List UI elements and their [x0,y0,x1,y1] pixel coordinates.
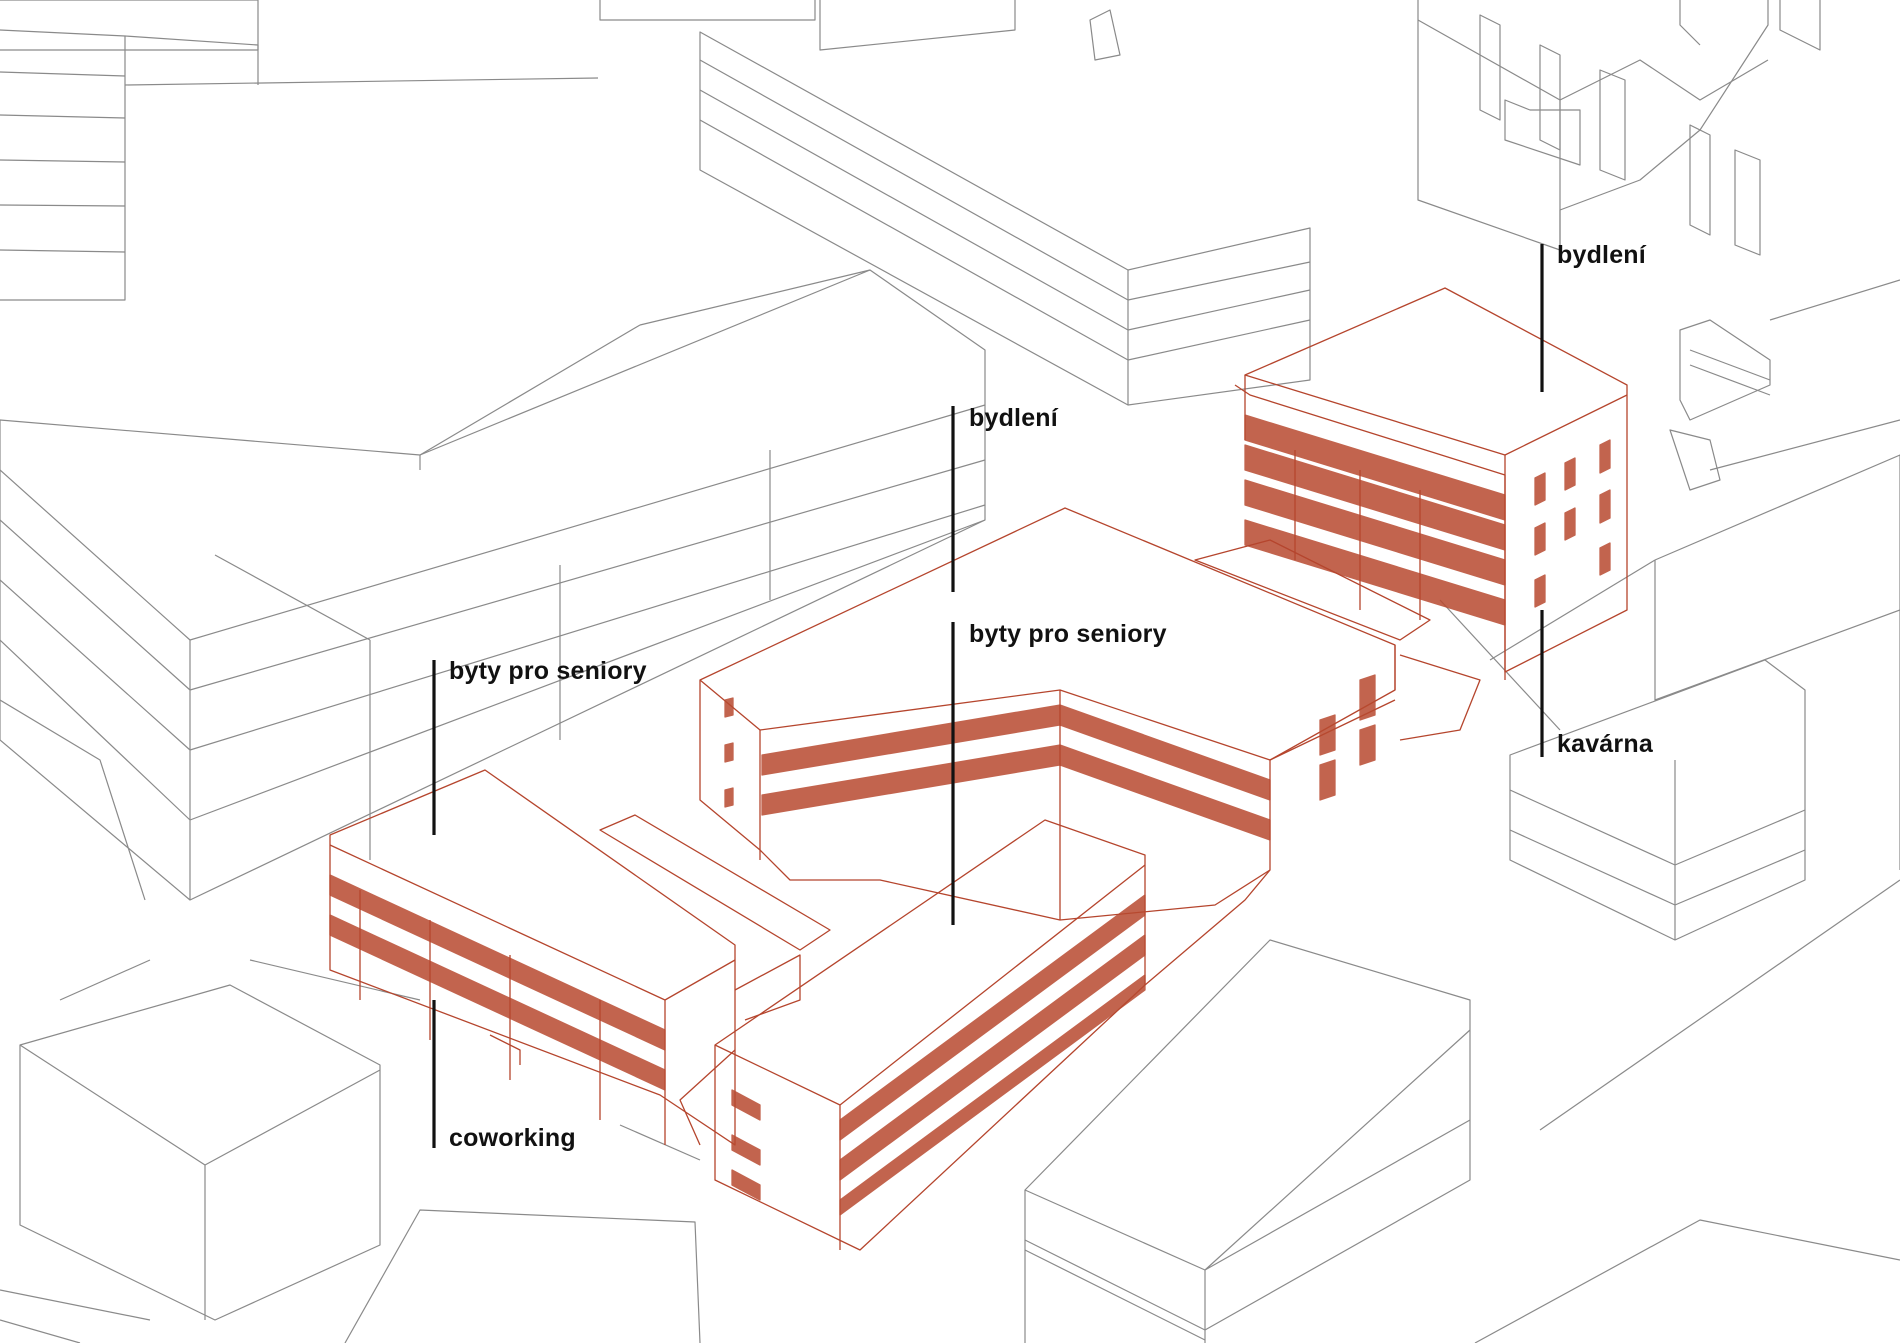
label-byty-center: byty pro seniory [969,620,1167,648]
context-block-bottomright [1024,939,1471,1331]
label-byty-left: byty pro seniory [449,657,647,685]
context-block-left-long [0,269,986,901]
label-coworking: coworking [449,1124,576,1152]
label-kavarna: kavárna [1557,730,1653,758]
label-bydleni-right: bydlení [1557,241,1646,269]
context-block-bottomleft [19,984,381,1321]
leader-lines [432,244,1544,1148]
context-block-topcenter [599,0,816,21]
context-block-right [1654,454,1900,870]
context-church [1417,0,1769,251]
label-bydleni-center: bydlení [969,404,1058,432]
main-complex [329,287,1628,1251]
context-block-topleft [0,0,259,51]
